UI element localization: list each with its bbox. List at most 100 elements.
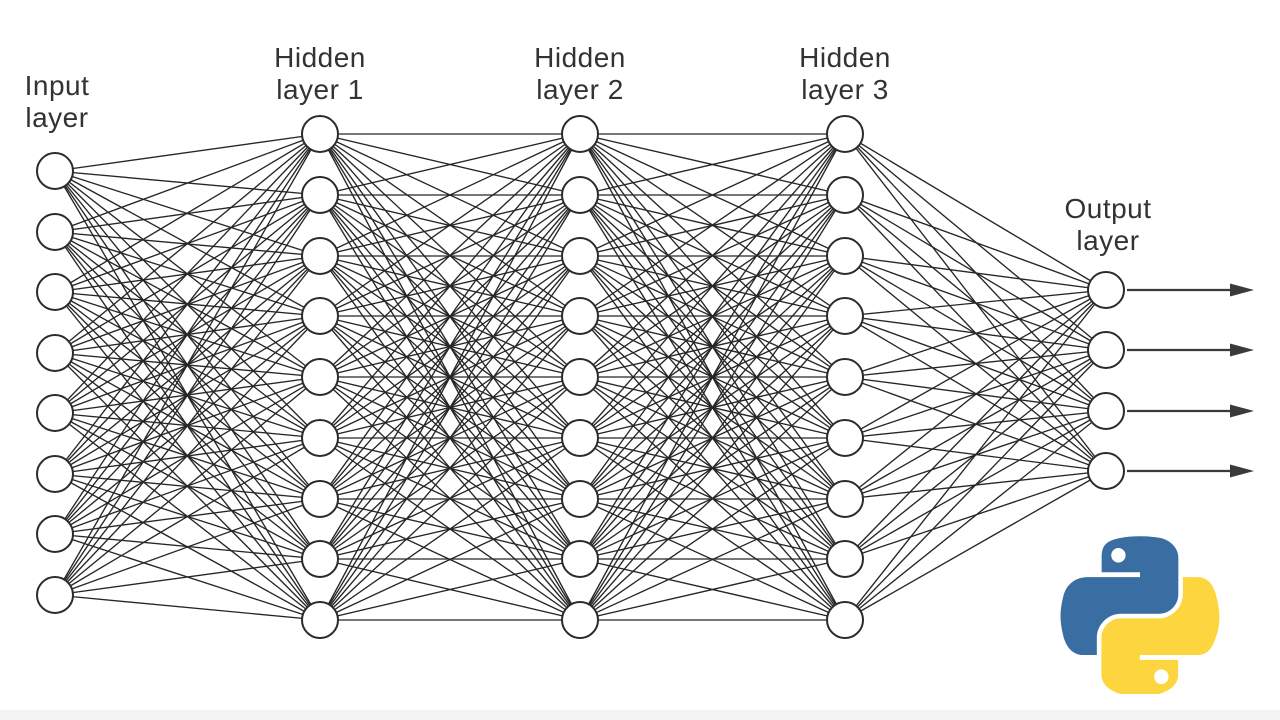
hidden-layer-1-node [301, 419, 339, 457]
hidden-layer-2-node [561, 115, 599, 153]
edge [579, 133, 846, 196]
edge [319, 437, 581, 621]
edge [319, 133, 581, 378]
hidden-layer-1-node [301, 176, 339, 214]
edge [844, 289, 1107, 500]
edge [579, 558, 846, 621]
output-layer-node [1087, 271, 1125, 309]
edge [844, 289, 1107, 621]
input-layer-node [36, 334, 74, 372]
edge [579, 498, 846, 621]
input-layer-node [36, 455, 74, 493]
edge [844, 410, 1107, 621]
hidden-layer-2-node [561, 419, 599, 457]
edge [54, 133, 321, 596]
edge [54, 133, 321, 475]
edge [54, 133, 321, 414]
nodes-group [36, 115, 1125, 639]
hidden-layer-1-node [301, 601, 339, 639]
edge [844, 133, 1107, 291]
hidden-layer-1-node [301, 297, 339, 335]
edge [319, 376, 581, 621]
hidden-layer-1-node [301, 237, 339, 275]
edge [844, 289, 1107, 560]
output-arrow-head [1230, 464, 1254, 478]
edge [319, 558, 581, 621]
edge [579, 255, 846, 621]
edge [579, 376, 846, 621]
hidden-layer-3-node [826, 115, 864, 153]
edge [319, 255, 581, 621]
output-layer-node [1087, 392, 1125, 430]
input-layer-node [36, 394, 74, 432]
edge [579, 315, 846, 621]
input-layer-label: Input layer [24, 70, 90, 133]
edge [579, 133, 846, 621]
hidden-layer-2-node [561, 480, 599, 518]
hidden-layer-3-node [826, 237, 864, 275]
hidden-layer-2-node [561, 358, 599, 396]
input-layer-node [36, 273, 74, 311]
edge [579, 133, 846, 560]
hidden-layer-1-node [301, 115, 339, 153]
edge [54, 194, 321, 596]
edge [844, 289, 1107, 317]
edge [54, 133, 321, 535]
hidden-layer-1-node [301, 540, 339, 578]
edge [319, 133, 581, 500]
edges-group [54, 133, 1107, 621]
edge [844, 289, 1107, 378]
edge [579, 194, 846, 621]
edge [54, 437, 321, 596]
output-layer-node [1087, 331, 1125, 369]
hidden-layer-1-node [301, 480, 339, 518]
edge [579, 133, 846, 378]
hidden-layer-2-node [561, 297, 599, 335]
hidden-layer-2-node [561, 540, 599, 578]
hidden-layer-3-node [826, 297, 864, 335]
edge [54, 133, 321, 293]
edge [319, 315, 581, 621]
edge [844, 470, 1107, 621]
hidden-layer-3-node [826, 601, 864, 639]
input-layer-node [36, 515, 74, 553]
input-layer-node [36, 213, 74, 251]
python-logo-yellow-snake [1101, 577, 1220, 694]
edge [844, 194, 1107, 291]
edge [54, 594, 321, 621]
edge [579, 133, 846, 500]
edge [844, 289, 1107, 439]
edge [319, 498, 581, 621]
arrows-group [1127, 283, 1254, 478]
edge [844, 349, 1107, 621]
output-layer-node [1087, 452, 1125, 490]
hidden-layer-3-node [826, 540, 864, 578]
hidden-layer-3-node [826, 358, 864, 396]
edge [54, 133, 321, 233]
edge [579, 133, 846, 317]
output-layer-label: Output layer [1064, 193, 1152, 256]
edge [579, 133, 846, 439]
hidden-layer-3-node [826, 176, 864, 214]
edge [579, 133, 846, 257]
edge [319, 133, 581, 257]
edge [54, 133, 321, 354]
edge [54, 255, 321, 596]
output-arrow-head [1230, 404, 1254, 418]
edge [844, 255, 1107, 291]
hidden-layer-2-node [561, 237, 599, 275]
edge [54, 133, 321, 172]
hidden-layer-1-label: Hidden layer 1 [274, 42, 366, 105]
edge [579, 437, 846, 621]
bottom-edge-strip [0, 710, 1280, 720]
edge [54, 498, 321, 596]
input-layer-node [36, 152, 74, 190]
edge [54, 315, 321, 596]
edge [54, 558, 321, 596]
output-arrow-head [1230, 283, 1254, 297]
hidden-layer-2-label: Hidden layer 2 [534, 42, 626, 105]
input-layer-node [36, 576, 74, 614]
hidden-layer-2-node [561, 601, 599, 639]
